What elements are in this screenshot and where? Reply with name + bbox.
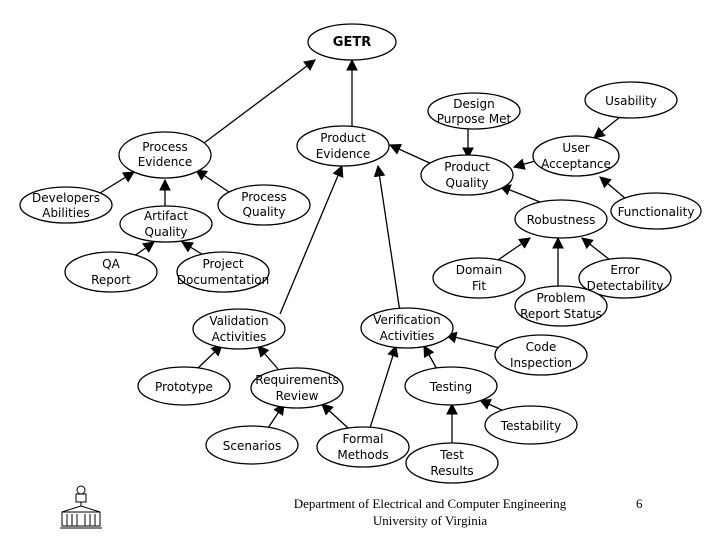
svg-text:Formal: Formal bbox=[343, 432, 384, 446]
edge-requirements-to-validation bbox=[257, 345, 279, 370]
svg-text:Prototype: Prototype bbox=[155, 380, 213, 394]
svg-text:Report: Report bbox=[91, 273, 131, 287]
edge-testing-to-verification bbox=[423, 344, 439, 372]
svg-text:Quality: Quality bbox=[243, 205, 286, 219]
svg-text:GETR: GETR bbox=[333, 35, 371, 50]
svg-text:Process: Process bbox=[241, 190, 287, 204]
edge-validation-to-product-evidence bbox=[279, 164, 344, 315]
edge-code-inspection-to-verification bbox=[444, 331, 501, 349]
edge-scenarios-to-requirements bbox=[267, 403, 285, 429]
svg-text:Results: Results bbox=[430, 464, 473, 478]
node-user-acceptance: User Acceptance bbox=[532, 135, 620, 177]
edge-robustness-to-product-quality bbox=[498, 184, 541, 203]
svg-text:Problem: Problem bbox=[536, 291, 585, 305]
svg-text:Error: Error bbox=[610, 263, 639, 277]
page-number: 6 bbox=[636, 496, 643, 511]
node-testability: Testability bbox=[484, 405, 578, 445]
svg-text:Report Status: Report Status bbox=[520, 307, 602, 321]
svg-text:Product: Product bbox=[320, 131, 366, 145]
node-artifact-quality: Artifact Quality bbox=[119, 205, 213, 243]
svg-text:Verification: Verification bbox=[373, 313, 440, 327]
svg-text:Quality: Quality bbox=[145, 225, 188, 239]
edge-prototype-to-validation bbox=[197, 344, 223, 369]
svg-text:Activities: Activities bbox=[380, 329, 435, 343]
node-getr: GETR bbox=[307, 23, 397, 61]
node-domain-fit: Domain Fit bbox=[432, 257, 526, 299]
svg-text:Evidence: Evidence bbox=[138, 155, 193, 169]
node-validation-activities: Validation Activities bbox=[192, 308, 286, 350]
svg-text:Inspection: Inspection bbox=[510, 356, 572, 370]
node-verification-activities: Verification Activities bbox=[360, 307, 454, 349]
svg-text:Evidence: Evidence bbox=[316, 147, 371, 161]
university-logo bbox=[60, 485, 102, 529]
svg-text:Design: Design bbox=[453, 97, 494, 111]
svg-text:Scenarios: Scenarios bbox=[223, 439, 281, 453]
svg-text:Artifact: Artifact bbox=[144, 209, 188, 223]
svg-text:Methods: Methods bbox=[337, 448, 388, 462]
node-design-purpose-met: Design Purpose Met bbox=[427, 92, 521, 130]
edge-verification-to-product-evidence bbox=[373, 164, 401, 313]
node-problem-report-status: Problem Report Status bbox=[514, 285, 608, 327]
node-qa-report: QA Report bbox=[64, 251, 158, 293]
edge-process-quality-to-process-evidence bbox=[195, 169, 233, 195]
node-formal-methods: Formal Methods bbox=[316, 426, 410, 468]
node-process-quality: Process Quality bbox=[217, 184, 311, 226]
node-functionality: Functionality bbox=[610, 192, 702, 230]
footer-university: University of Virginia bbox=[372, 513, 488, 528]
svg-text:Review: Review bbox=[276, 389, 319, 403]
node-code-inspection: Code Inspection bbox=[494, 334, 588, 376]
edge-error-to-robustness bbox=[581, 237, 611, 261]
svg-text:Quality: Quality bbox=[446, 176, 489, 190]
svg-text:Product: Product bbox=[444, 160, 490, 174]
node-product-quality: Product Quality bbox=[420, 154, 514, 196]
edge-domain-fit-to-robustness bbox=[497, 237, 531, 261]
svg-text:Fit: Fit bbox=[472, 279, 486, 293]
node-scenarios: Scenarios bbox=[205, 425, 299, 465]
svg-text:Usability: Usability bbox=[605, 94, 657, 108]
node-product-evidence: Product Evidence bbox=[296, 125, 390, 167]
svg-text:Activities: Activities bbox=[212, 330, 267, 344]
svg-text:Purpose Met: Purpose Met bbox=[437, 112, 512, 126]
svg-text:Functionality: Functionality bbox=[618, 205, 695, 219]
svg-text:Detectability: Detectability bbox=[587, 279, 664, 293]
svg-text:Testing: Testing bbox=[429, 380, 472, 394]
svg-text:Requirements: Requirements bbox=[255, 373, 338, 387]
svg-text:Testability: Testability bbox=[500, 419, 561, 433]
edge-process-evidence-to-getr bbox=[199, 59, 316, 147]
svg-text:Acceptance: Acceptance bbox=[541, 157, 611, 171]
node-developers-abilities: Developers Abilities bbox=[19, 186, 113, 224]
node-robustness: Robustness bbox=[514, 199, 608, 239]
edge-developers-to-process-evidence bbox=[99, 171, 135, 194]
node-error-detectability: Error Detectability bbox=[578, 257, 672, 299]
node-prototype: Prototype bbox=[137, 366, 231, 406]
node-process-evidence: Process Evidence bbox=[118, 131, 212, 179]
edge-product-quality-to-product-evidence bbox=[388, 144, 435, 166]
svg-text:Validation: Validation bbox=[209, 314, 268, 328]
node-usability: Usability bbox=[584, 81, 678, 119]
edge-formal-to-requirements bbox=[321, 403, 349, 429]
svg-text:Abilities: Abilities bbox=[42, 206, 90, 220]
svg-text:Robustness: Robustness bbox=[527, 213, 596, 227]
svg-text:Test: Test bbox=[439, 448, 464, 462]
node-project-documentation: Project Documentation bbox=[176, 251, 270, 293]
svg-text:Developers: Developers bbox=[32, 191, 100, 205]
footer-department: Department of Electrical and Computer En… bbox=[293, 496, 567, 511]
edge-usability-to-user-acceptance bbox=[593, 116, 621, 139]
node-test-results: Test Results bbox=[405, 442, 499, 484]
node-requirements-review: Requirements Review bbox=[250, 367, 344, 409]
svg-text:Documentation: Documentation bbox=[177, 273, 270, 287]
node-testing: Testing bbox=[404, 366, 498, 406]
svg-text:Domain: Domain bbox=[456, 263, 503, 277]
svg-text:User: User bbox=[562, 141, 589, 155]
edge-formal-methods-to-verification bbox=[369, 344, 399, 429]
svg-text:Process: Process bbox=[142, 140, 188, 154]
svg-text:Project: Project bbox=[202, 257, 243, 271]
svg-text:QA: QA bbox=[102, 257, 120, 271]
svg-text:Code: Code bbox=[526, 340, 557, 354]
edge-functionality-to-user-acceptance bbox=[599, 176, 627, 200]
